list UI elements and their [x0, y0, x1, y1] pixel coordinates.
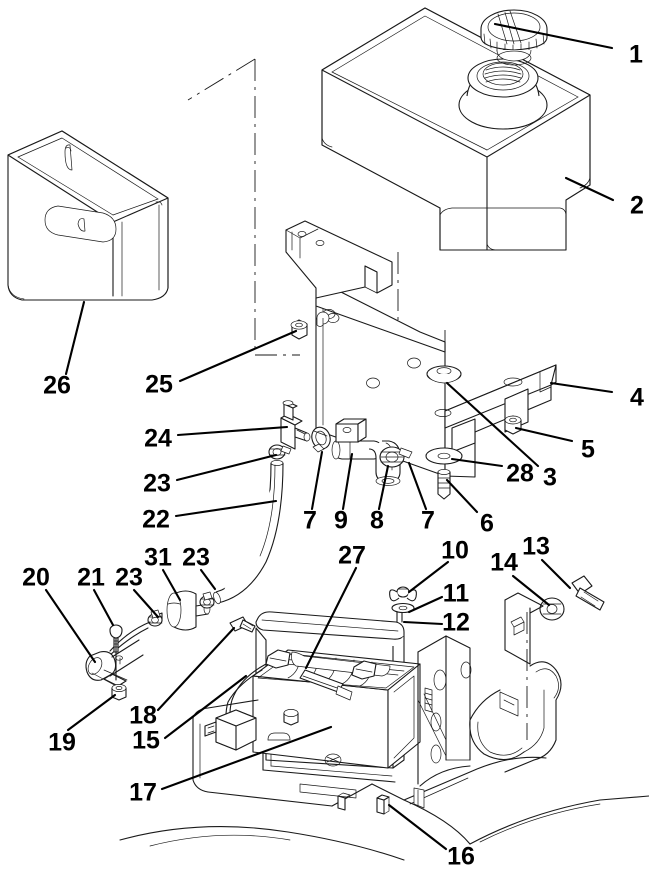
callout-5: 5: [581, 435, 595, 464]
callout-6: 6: [480, 509, 494, 538]
callout-10: 10: [441, 536, 469, 565]
callout-9: 9: [334, 506, 348, 535]
flange-nut-bracket-part: [290, 311, 330, 340]
callout-28: 28: [506, 459, 534, 488]
callout-23c: 23: [143, 469, 171, 498]
callout-7: 7: [303, 506, 317, 535]
hex-bolt-part: [437, 469, 451, 500]
callout-19: 19: [48, 728, 76, 757]
callout-25: 25: [145, 370, 173, 399]
hose-clamp-part-a: [311, 426, 331, 453]
callout-18: 18: [129, 701, 157, 730]
callout-17: 17: [129, 778, 157, 807]
callout-24: 24: [144, 424, 172, 453]
fuel-shutoff-valve-part: [280, 400, 311, 450]
clamp-23-filter-right: [199, 591, 215, 609]
battery-part: [252, 649, 433, 769]
leader-lines: [44, 22, 615, 851]
grommet-part: [426, 365, 462, 384]
callout-22: 22: [142, 505, 170, 534]
callout-27: 27: [338, 541, 366, 570]
callout-23b: 23: [182, 543, 210, 572]
flat-washer-large-part: [425, 447, 463, 465]
callout-12: 12: [442, 608, 470, 637]
carriage-bolt-13-part: [571, 575, 605, 611]
callout-21: 21: [77, 563, 105, 592]
chassis-frame: [119, 592, 649, 861]
callout-23: 23: [115, 563, 143, 592]
fuel-tank-group: [321, 7, 591, 251]
callout-14: 14: [490, 548, 518, 577]
hose-clamp-part-b: [379, 446, 413, 468]
callout-1: 1: [629, 40, 643, 69]
flange-nut-part: [504, 415, 522, 435]
callout-20: 20: [22, 563, 50, 592]
callout-8: 8: [370, 506, 384, 535]
oil-bottle-holder-part: [7, 130, 169, 301]
lock-nut-19-part: [111, 684, 127, 701]
callout-2: 2: [630, 191, 644, 220]
callout-7b: 7: [421, 506, 435, 535]
screw-21-part: [109, 624, 123, 681]
callout-15: 15: [132, 726, 160, 755]
fuel-hose-upper-part: [213, 460, 284, 605]
washer-11-part: [391, 602, 415, 614]
callout-3: 3: [543, 463, 557, 492]
battery-cable: [204, 663, 267, 751]
frame-tab-16: [337, 792, 390, 815]
callout-31: 31: [144, 543, 172, 572]
callout-26: 26: [43, 371, 71, 400]
callout-11: 11: [442, 579, 470, 608]
callout-13: 13: [522, 532, 550, 561]
callout-16: 16: [447, 842, 475, 871]
callout-4: 4: [630, 383, 644, 412]
fuel-cap-part: [480, 9, 548, 66]
clamp-23-upper: [268, 444, 292, 460]
